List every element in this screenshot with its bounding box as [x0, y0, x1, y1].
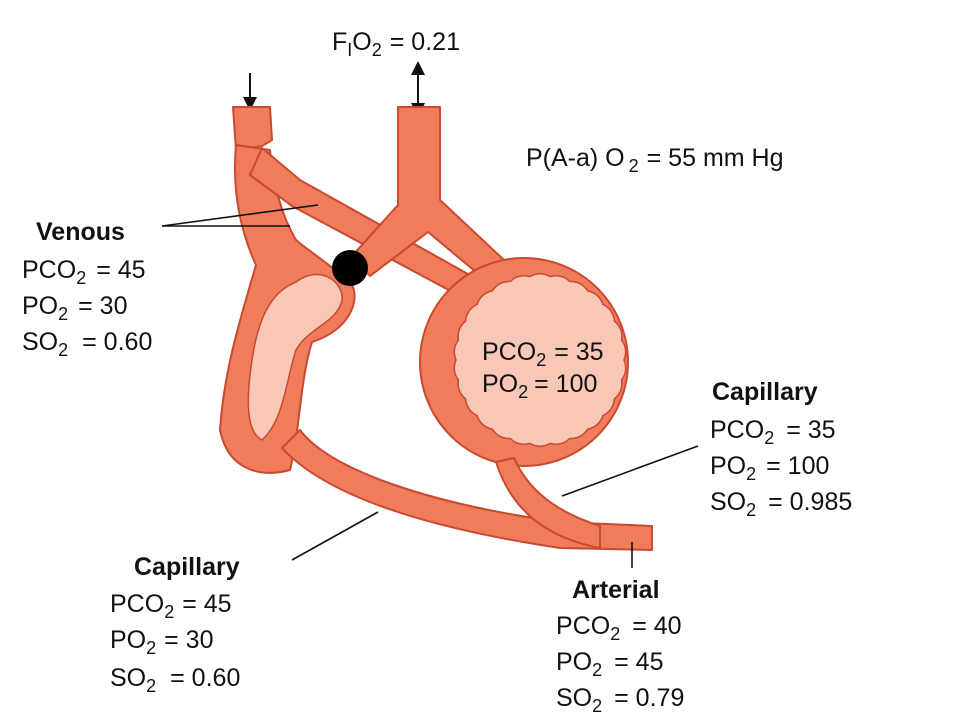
capillary-left-row: SO2= 0.60	[110, 664, 240, 696]
arterial-row: PO2= 45	[556, 648, 664, 680]
alveolus-values: PCO2= 35 PO2= 100	[482, 338, 604, 402]
leader-lines	[161, 204, 699, 568]
venous-values: Venous PCO2= 45 PO2= 30 SO2= 0.60	[22, 218, 152, 360]
capillary-left-row: PO2= 30	[110, 626, 214, 658]
capillary-left-values: Capillary PCO2= 45 PO2= 30 SO2= 0.60	[110, 553, 240, 696]
airway-trachea	[351, 106, 521, 293]
capillary-right-row: PO2= 100	[710, 452, 829, 484]
venous-row: PCO2= 45	[22, 256, 146, 288]
arterial-row: SO2= 0.79	[556, 684, 684, 716]
alveolus-row: PO2= 100	[482, 370, 597, 402]
capillary-left-leader	[291, 511, 379, 561]
capillary-arc	[281, 429, 653, 551]
venous-inlet	[232, 106, 273, 151]
venous-leader-upper	[161, 204, 319, 227]
pulmonary-capillary-connector	[495, 457, 601, 549]
arterial-title: Arterial	[572, 576, 660, 604]
capillary-right-leader	[561, 445, 699, 497]
shunt-pale-interior	[247, 273, 343, 441]
capillary-left-row: PCO2= 45	[110, 590, 232, 622]
inspired-o2-label: FIO2= 0.21	[332, 28, 460, 60]
airway-obstruction	[332, 250, 368, 286]
capillary-right-row: PCO2= 35	[710, 416, 836, 448]
alveolus-row: PCO2= 35	[482, 338, 604, 370]
alveolus-gas-space	[453, 273, 627, 447]
arterial-values: Arterial PCO2= 40 PO2= 45 SO2= 0.79	[556, 576, 684, 716]
venous-row: PO2= 30	[22, 292, 128, 324]
venous-row: SO2= 0.60	[22, 328, 152, 360]
capillary-right-values: Capillary PCO2= 35 PO2= 100 SO2= 0.985	[710, 378, 852, 520]
capillary-right-title: Capillary	[712, 378, 818, 406]
capillary-left-title: Capillary	[134, 553, 240, 581]
arterial-row: PCO2= 40	[556, 612, 682, 644]
venous-title: Venous	[36, 218, 125, 246]
capillary-right-row: SO2= 0.985	[710, 488, 852, 520]
